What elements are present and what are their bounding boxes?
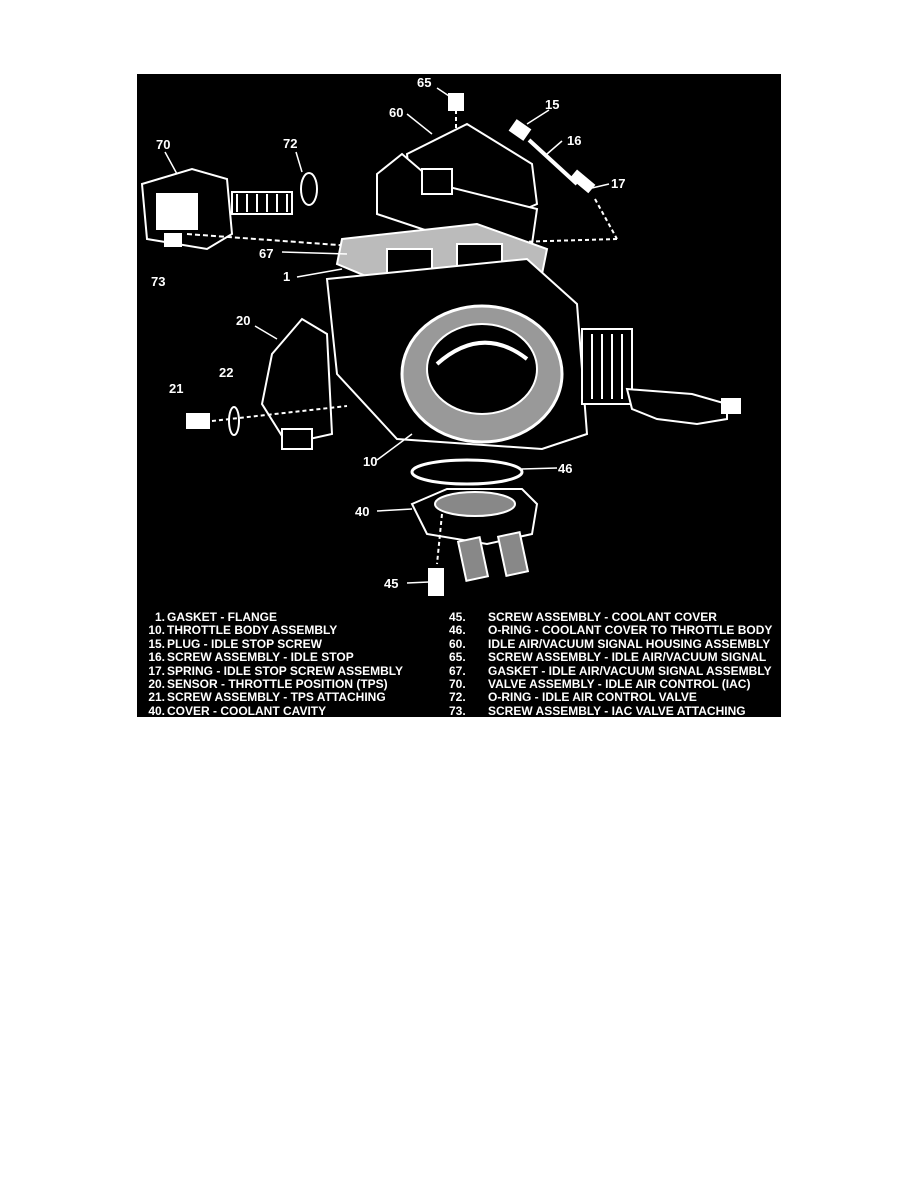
- legend-row: 60. IDLE AIR/VACUUM SIGNAL HOUSING ASSEMB…: [449, 636, 772, 651]
- callout-45: 45: [384, 576, 399, 591]
- legend-text: SENSOR - THROTTLE POSITION (TPS): [167, 677, 388, 692]
- legend-text: O-RING - IDLE AIR CONTROL VALVE: [488, 690, 697, 705]
- legend-text: SCREW ASSEMBLY - IDLE STOP: [167, 650, 354, 665]
- legend-row: 45. SCREW ASSEMBLY - COOLANT COVER: [449, 610, 772, 624]
- legend-text: SCREW ASSEMBLY - IDLE AIR/VACUUM SIGNAL: [488, 650, 767, 665]
- part-15-16-17: [446, 119, 618, 245]
- legend-text: VALVE ASSEMBLY - IDLE AIR CONTROL (IAC): [488, 677, 751, 692]
- legend-row: 1.GASKET - FLANGE: [137, 610, 403, 624]
- legend-text: SCREW ASSEMBLY - TPS ATTACHING: [167, 690, 386, 705]
- legend-row: 67. GASKET - IDLE AIR/VACUUM SIGNAL ASSEM…: [449, 663, 772, 678]
- legend-row: 65. SCREW ASSEMBLY - IDLE AIR/VACUUM SIGN…: [449, 650, 772, 665]
- part-60-housing: [376, 122, 539, 246]
- part-20-tps-sensor: [260, 317, 334, 450]
- legend-number: 65.: [449, 650, 466, 665]
- legend-text: O-RING - COOLANT COVER TO THROTTLE BODY: [488, 623, 773, 638]
- legend-number: 73.: [449, 703, 466, 717]
- part-21-screw: [186, 413, 210, 429]
- parts-legend: 1.GASKET - FLANGE 10.THROTTLE BODY ASSEM…: [137, 609, 781, 717]
- legend-row: 72. O-RING - IDLE AIR CONTROL VALVE: [449, 690, 772, 705]
- callout-20: 20: [236, 313, 251, 328]
- legend-row: 20.SENSOR - THROTTLE POSITION (TPS): [137, 677, 403, 692]
- legend-number: 70.: [449, 677, 466, 692]
- part-22-washer: [228, 406, 240, 436]
- legend-number: 46.: [449, 623, 466, 638]
- legend-text: SPRING - IDLE STOP SCREW ASSEMBLY: [167, 663, 404, 678]
- callout-40: 40: [355, 504, 370, 519]
- legend-row: 73. SCREW ASSEMBLY - IAC VALVE ATTACHING: [449, 703, 772, 717]
- part-40-coolant-cover: [410, 488, 539, 583]
- part-70-iac-valve: [140, 167, 293, 251]
- callout-60: 60: [389, 105, 404, 120]
- callout-16: 16: [567, 133, 582, 148]
- legend-number: 40.: [148, 703, 165, 717]
- callout-21: 21: [169, 381, 184, 396]
- legend-text: IDLE AIR/VACUUM SIGNAL HOUSING ASSEMBLY: [488, 636, 771, 651]
- legend-number: 20.: [148, 677, 165, 692]
- callout-10: 10: [363, 454, 378, 469]
- part-45-screw: [428, 513, 444, 596]
- legend-text: THROTTLE BODY ASSEMBLY: [167, 623, 338, 638]
- legend-row: 15.PLUG - IDLE STOP SCREW: [137, 636, 403, 651]
- legend-row: 16.SCREW ASSEMBLY - IDLE STOP: [137, 650, 403, 665]
- diagram-artwork: [140, 87, 741, 596]
- legend-row: 21.SCREW ASSEMBLY - TPS ATTACHING: [137, 690, 403, 705]
- legend-text: GASKET - IDLE AIR/VACUUM SIGNAL ASSEMBLY: [488, 663, 772, 678]
- callout-73: 73: [151, 274, 166, 289]
- legend-text: SCREW ASSEMBLY - IAC VALVE ATTACHING: [488, 703, 746, 717]
- legend-number: 17.: [148, 663, 165, 678]
- legend-number: 21.: [148, 690, 165, 705]
- part-10-throttle-body: [325, 257, 741, 451]
- throttle-body-exploded-diagram: 65 60 15 16 17 70 72 73 67 1 20 21 22 10…: [137, 74, 781, 717]
- callout-67: 67: [259, 246, 274, 261]
- legend-row: 46. O-RING - COOLANT COVER TO THROTTLE BO…: [449, 623, 773, 638]
- callout-15: 15: [545, 97, 560, 112]
- legend-text: PLUG - IDLE STOP SCREW: [167, 636, 322, 651]
- callout-65: 65: [417, 75, 432, 90]
- part-72-o-ring: [300, 172, 318, 206]
- legend-column-left: 1.GASKET - FLANGE 10.THROTTLE BODY ASSEM…: [137, 610, 404, 717]
- legend-text: SCREW ASSEMBLY - COOLANT COVER: [488, 610, 717, 624]
- legend-number: 60.: [449, 636, 466, 651]
- legend-number: 45.: [449, 610, 466, 624]
- callout-17: 17: [611, 176, 626, 191]
- legend-row: 40.COVER - COOLANT CAVITY: [137, 703, 403, 717]
- callout-72: 72: [283, 136, 298, 151]
- callout-46: 46: [558, 461, 573, 476]
- callout-1: 1: [283, 269, 291, 284]
- legend-number: 15.: [148, 636, 165, 651]
- legend-column-right: 45. SCREW ASSEMBLY - COOLANT COVER 46. O-R…: [449, 610, 773, 717]
- legend-text: COVER - COOLANT CAVITY: [167, 703, 327, 717]
- part-73-screw: [164, 233, 182, 247]
- legend-row: 10.THROTTLE BODY ASSEMBLY: [137, 623, 403, 638]
- legend-number: 1.: [154, 610, 165, 624]
- callout-70: 70: [156, 137, 171, 152]
- legend-number: 10.: [148, 623, 165, 638]
- callout-22: 22: [219, 365, 234, 380]
- legend-number: 67.: [449, 663, 466, 678]
- legend-number: 16.: [148, 650, 165, 665]
- legend-row: 70. VALVE ASSEMBLY - IDLE AIR CONTROL (IA…: [449, 677, 772, 692]
- legend-row: 17.SPRING - IDLE STOP SCREW ASSEMBLY: [137, 663, 404, 678]
- legend-number: 72.: [449, 690, 466, 705]
- legend-text: GASKET - FLANGE: [167, 610, 277, 624]
- part-46-o-ring: [410, 458, 524, 486]
